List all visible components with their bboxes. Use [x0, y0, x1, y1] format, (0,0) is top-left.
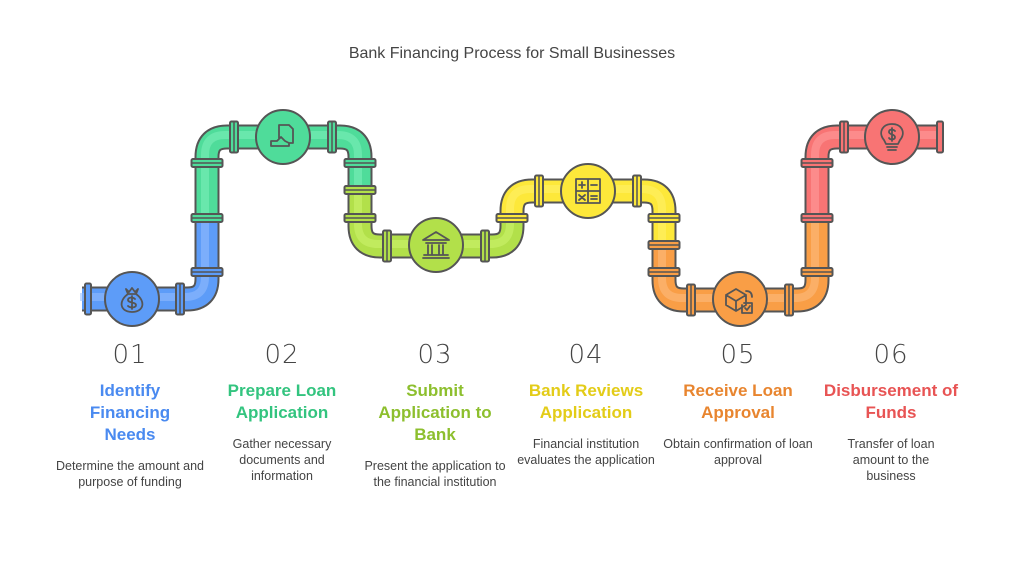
step-number: 04 — [568, 340, 604, 370]
calculator-icon — [575, 178, 601, 204]
step-description: Gather necessary documents and informati… — [232, 437, 332, 483]
step-title: Submit Application to Bank — [378, 381, 492, 444]
lightbulb-dollar-icon — [880, 123, 904, 151]
step-description: Financial institution evaluates the appl… — [517, 437, 655, 467]
step-title: Receive Loan Approval — [683, 381, 793, 422]
step-number: 02 — [264, 340, 300, 370]
step-number: 06 — [873, 340, 909, 370]
step-2: 02 Prepare Loan Application Gather neces… — [202, 340, 362, 484]
step-number: 03 — [417, 340, 453, 370]
step-title: Bank Reviews Application — [528, 381, 644, 422]
step-description: Determine the amount and purpose of fund… — [55, 459, 204, 489]
step-description: Obtain confirmation of loan approval — [663, 437, 813, 467]
step-title: Identify Financing Needs — [89, 381, 171, 444]
diagram-title: Bank Financing Process for Small Busines… — [348, 45, 676, 62]
step-5: 05 Receive Loan Approval Obtain confirma… — [658, 340, 818, 468]
step-number: 01 — [112, 340, 148, 370]
step-title: Disbursement of Funds — [823, 381, 959, 422]
package-check-icon — [725, 288, 753, 314]
step-description: Present the application to the financial… — [364, 459, 506, 489]
step-2-node — [255, 109, 311, 165]
step-number: 05 — [720, 340, 756, 370]
pipe-flange — [84, 282, 92, 316]
step-3-node — [408, 217, 464, 273]
step-description: Transfer of loan amount to the business — [847, 437, 935, 483]
step-4: 04 Bank Reviews Application Financial in… — [506, 340, 666, 468]
step-1: 01 Identify Financing Needs Determine th… — [50, 340, 210, 490]
bank-icon — [422, 231, 450, 259]
money-bag-icon — [120, 287, 144, 313]
step-3: 03 Submit Application to Bank Present th… — [355, 340, 515, 490]
pipe-highlight — [80, 216, 209, 301]
document-hand-icon — [270, 124, 294, 147]
pipe-highlight — [811, 131, 940, 216]
pipe-flange — [936, 120, 944, 154]
step-6: 06 Disbursement of Funds Transfer of loa… — [811, 340, 971, 484]
step-title: Prepare Loan Application — [227, 381, 337, 422]
